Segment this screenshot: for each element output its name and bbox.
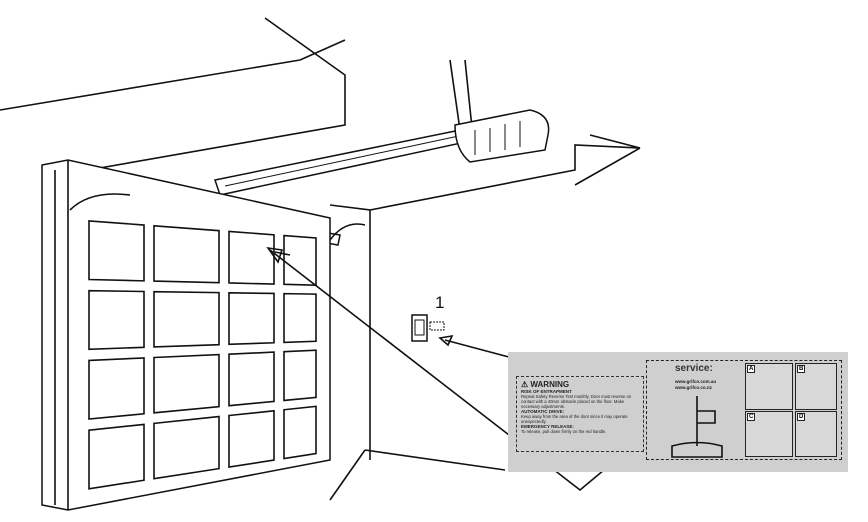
section-heading: RISK OF ENTRAPMENT (521, 389, 572, 394)
panel-letter: B (797, 365, 806, 373)
door-panel (228, 351, 275, 407)
instruction-panel-a: A (745, 363, 793, 410)
instruction-panel-b: B (795, 363, 837, 410)
instruction-panel-d: D (795, 411, 837, 457)
release-handle-illustration (671, 396, 723, 458)
section-text: Repeat Safety Reverse Test monthly. Door… (521, 394, 632, 409)
callout-number: 1 (435, 293, 445, 312)
door-panel (153, 290, 220, 348)
door-panel (228, 409, 275, 468)
section-heading: EMERGENCY RELEASE: (521, 424, 574, 429)
service-url: www.grifco.co.nz (675, 385, 712, 390)
panel-letter: D (797, 413, 806, 421)
service-url: www.grifco.com.au (675, 379, 717, 384)
section-text: To release, pull down firmly on the red … (521, 429, 607, 434)
garage-door (41, 159, 366, 511)
panel-letter: C (747, 413, 756, 421)
door-panel (88, 220, 145, 282)
service-title: service: (675, 363, 713, 374)
door-panel (153, 415, 220, 480)
warning-service-label: ⚠ WARNING RISK OF ENTRAPMENT Repeat Safe… (508, 352, 848, 472)
door-panel (88, 289, 145, 351)
door-panel (153, 224, 220, 284)
door-panel (88, 357, 145, 420)
section-heading: AUTOMATIC DRIVE: (521, 409, 565, 414)
door-panel (283, 405, 317, 460)
service-block: service: www.grifco.com.au www.grifco.co… (646, 360, 842, 460)
warning-title-text: WARNING (530, 380, 570, 389)
panel-letter: A (747, 365, 756, 373)
door-panel (283, 349, 317, 402)
door-panel (283, 292, 317, 344)
instruction-panel-c: C (745, 411, 793, 457)
door-panel (228, 230, 275, 285)
door-panels (88, 220, 317, 490)
wall-push-button (411, 314, 445, 342)
opener-motor-unit (454, 109, 550, 163)
section-text: Keep away from the area of the door sinc… (521, 414, 628, 424)
door-panel (228, 291, 275, 346)
door-panel (88, 423, 145, 490)
warning-title: ⚠ WARNING (521, 380, 570, 389)
warning-block: ⚠ WARNING RISK OF ENTRAPMENT Repeat Safe… (516, 376, 644, 452)
door-panel (153, 353, 220, 414)
walls (0, 17, 641, 501)
